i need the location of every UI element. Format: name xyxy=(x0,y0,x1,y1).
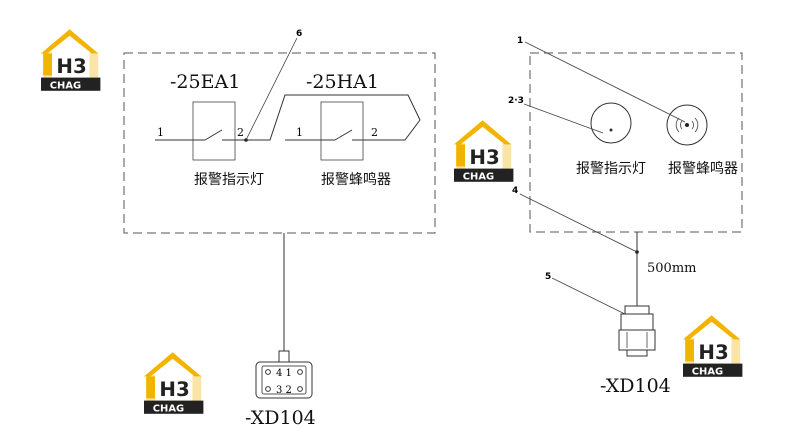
callout-2-3: 2·3 xyxy=(508,96,524,106)
callout-4-leader xyxy=(519,193,638,253)
svg-text:H3: H3 xyxy=(469,146,499,169)
callout-1: 1 xyxy=(517,36,523,46)
lamp-pin-1: 1 xyxy=(157,126,164,139)
left-connector-pins-top: 4 1 xyxy=(276,368,292,379)
svg-text:H3: H3 xyxy=(56,55,86,78)
svg-text:CHAG: CHAG xyxy=(463,172,494,183)
left-lamp-label: 报警指示灯 xyxy=(194,172,264,188)
svg-text:CHAG: CHAG xyxy=(692,367,723,378)
right-lamp-label: 报警指示灯 xyxy=(576,161,646,177)
callout-6: 6 xyxy=(296,29,302,39)
right-connector-label: -XD104 xyxy=(600,375,671,397)
svg-text:CHAG: CHAG xyxy=(153,404,184,415)
callout-4: 4 xyxy=(512,186,518,196)
callout-1-leader xyxy=(524,41,686,123)
lamp-pin-2: 2 xyxy=(237,126,244,139)
callout-5: 5 xyxy=(545,272,551,282)
callout-5-leader xyxy=(551,277,634,319)
buzzer-pin-1: 1 xyxy=(296,126,303,139)
watermark-logo: H3 CHAG xyxy=(454,120,514,183)
right-lamp-symbol xyxy=(590,102,632,144)
left-panel-border xyxy=(123,52,436,234)
svg-text:CHAG: CHAG xyxy=(50,81,81,92)
ref-ea-label: -25EA1 xyxy=(170,71,240,93)
svg-text:H3: H3 xyxy=(159,378,189,401)
lamp-switch-symbol xyxy=(155,101,252,161)
cable-length: 500mm xyxy=(647,261,696,276)
left-connector-label: -XD104 xyxy=(245,407,316,429)
svg-text:H3: H3 xyxy=(698,341,728,364)
watermark-logo: H3 CHAG xyxy=(144,352,204,415)
watermark-logo: H3 CHAG xyxy=(41,29,101,92)
right-connector xyxy=(618,305,656,357)
right-panel-border xyxy=(529,52,743,233)
left-buzzer-label: 报警蜂鸣器 xyxy=(321,171,391,188)
left-connector-pins-bottom: 3 2 xyxy=(276,385,292,396)
right-buzzer-label: 报警蜂鸣器 xyxy=(668,160,738,177)
right-buzzer-symbol xyxy=(666,104,708,146)
watermark-logo: H3 CHAG xyxy=(683,315,743,378)
callout-23-leader xyxy=(523,103,604,134)
ref-ha-label: -25HA1 xyxy=(306,71,379,93)
callout-6-leader xyxy=(245,37,298,141)
buzzer-switch-symbol xyxy=(285,101,375,161)
left-connector xyxy=(255,350,313,399)
buzzer-pin-2: 2 xyxy=(371,126,378,139)
